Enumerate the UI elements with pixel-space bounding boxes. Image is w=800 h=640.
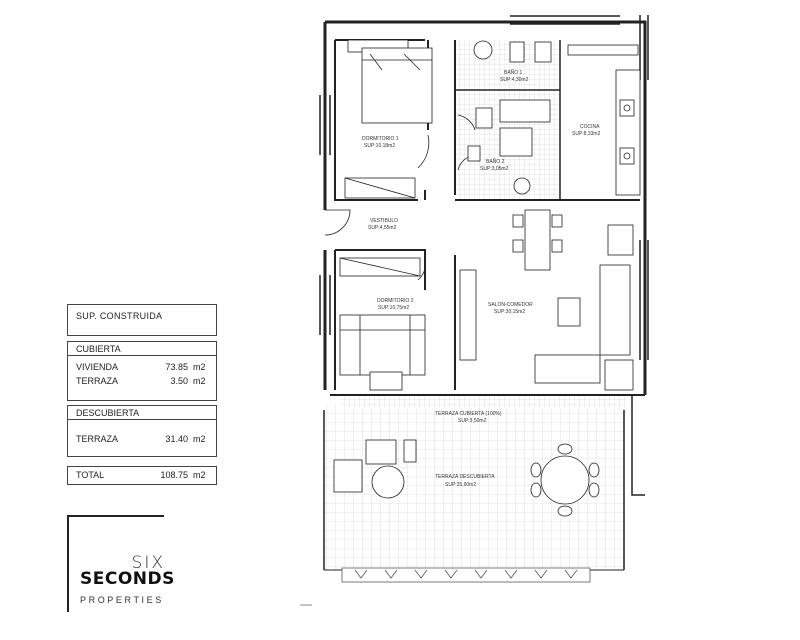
total-box: TOTAL 108.75 m2 — [67, 466, 217, 485]
floor-plan: DORMITORIO 1 SUP:10,18m2 BAÑO 1 SUP:4,30… — [300, 15, 649, 606]
room-labels: DORMITORIO 1 SUP:10,18m2 BAÑO 1 SUP:4,30… — [362, 69, 601, 488]
covered-heading: CUBIERTA — [68, 342, 216, 356]
uncovered-row: TERRAZA 31.40 m2 — [76, 433, 210, 446]
room-area: SUP:35,90m2 — [445, 482, 476, 488]
room-area: SUP:4,30m2 — [500, 77, 529, 83]
room-name: TERRAZA CUBIERTA (100%) — [435, 411, 502, 417]
row-unit: m2 — [193, 434, 206, 444]
logo-properties: PROPERTIES — [80, 595, 164, 605]
uncovered-heading: DESCUBIERTA — [68, 406, 216, 420]
window-marks — [319, 15, 649, 360]
room-name: DORMITORIO 2 — [377, 298, 414, 304]
logo-six: SIX — [131, 553, 165, 573]
room-name: COCINA — [580, 124, 600, 130]
covered-section: CUBIERTA VIVIENDA 73.85 m2 TERRAZA 3.50 … — [67, 341, 217, 401]
covered-row: VIVIENDA 73.85 m2 — [76, 361, 210, 374]
row-value: 73.85 — [165, 362, 188, 372]
room-name: BAÑO 1 — [504, 69, 523, 76]
bedroom-1-furniture — [344, 39, 433, 199]
room-area: SUP:3,05m2 — [480, 166, 509, 172]
room-area: SUP:8,33m2 — [572, 131, 601, 137]
planter-strip — [341, 567, 591, 583]
row-value: 3.50 — [170, 376, 188, 386]
logo-seconds: SECONDS — [80, 569, 175, 589]
kitchen-furniture — [567, 44, 641, 196]
room-name: TERRAZA DESCUBIERTA — [435, 474, 495, 480]
covered-row: TERRAZA 3.50 m2 — [76, 375, 210, 388]
bathroom-furniture — [467, 40, 552, 195]
living-furniture — [459, 209, 634, 391]
brand-logo: SIX SECONDS PROPERTIES — [67, 515, 174, 613]
room-area: SUP:10,18m2 — [364, 143, 395, 149]
room-name: VESTIBULO — [370, 218, 398, 224]
room-area: SUP:4,55m2 — [368, 225, 397, 231]
bedroom-2-furniture — [339, 257, 426, 391]
row-unit: m2 — [193, 362, 206, 372]
table-title: SUP. CONSTRUIDA — [76, 311, 163, 321]
total-label: TOTAL — [76, 470, 105, 480]
terrace-furniture — [333, 439, 600, 517]
row-label: TERRAZA — [76, 376, 119, 386]
room-name: BAÑO 2 — [486, 158, 505, 165]
total-unit: m2 — [193, 470, 206, 480]
uncovered-section: DESCUBIERTA TERRAZA 31.40 m2 — [67, 405, 217, 457]
room-name: DORMITORIO 1 — [362, 136, 399, 142]
total-value: 108.75 — [160, 470, 188, 480]
row-label: VIVIENDA — [76, 362, 119, 372]
room-area: SUP:3,50m2 — [458, 418, 487, 424]
row-label: TERRAZA — [76, 434, 119, 444]
table-title-box: SUP. CONSTRUIDA — [67, 304, 217, 336]
logo-bracket — [67, 515, 164, 612]
room-area: SUP:30,15m2 — [494, 309, 525, 315]
row-value: 31.40 — [165, 434, 188, 444]
total-row: TOTAL 108.75 m2 — [76, 469, 210, 482]
room-name: SALON-COMEDOR — [488, 302, 533, 308]
room-area: SUP:10,75m2 — [378, 305, 409, 311]
row-unit: m2 — [193, 376, 206, 386]
